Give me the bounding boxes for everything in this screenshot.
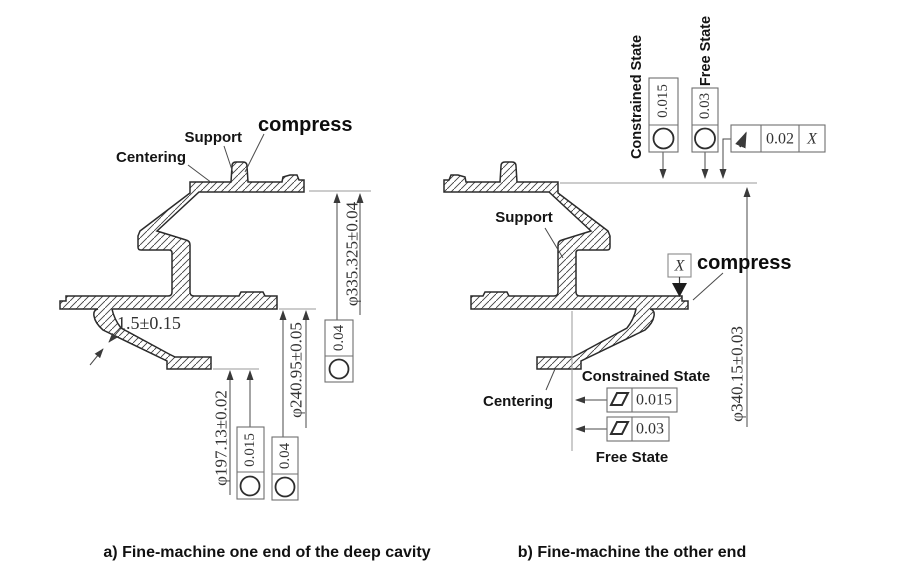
circularity-frame-outer: 0.04: [324, 319, 354, 383]
leader-lines-a: [187, 133, 265, 184]
circularity-value: 0.04: [331, 324, 347, 351]
dimension-lines-a: [89, 190, 371, 495]
flatness-icon: [609, 392, 630, 406]
circularity-value: 0.04: [277, 442, 293, 469]
circularity-frame-free: 0.03: [691, 87, 719, 153]
label-centering-b: Centering: [483, 393, 553, 410]
label-compress-a: compress: [258, 114, 353, 136]
circularity-frame-middle: 0.04: [271, 436, 299, 501]
circularity-frame-constrained: 0.015: [648, 77, 679, 153]
part-cross-section-b: [443, 161, 689, 370]
label-free-state-vertical: Free State: [698, 16, 714, 86]
flatness-frame-free: 0.03: [606, 416, 670, 442]
label-centering-a: Centering: [116, 149, 186, 166]
leader-lines-b: [544, 227, 724, 391]
circularity-icon: [694, 127, 716, 150]
circularity-frame-inner: 0.015: [236, 426, 265, 500]
circularity-value: 0.03: [697, 93, 713, 119]
label-support-a: Support: [185, 129, 243, 146]
dim-middle-diameter-a: φ240.95±0.05: [287, 322, 306, 418]
circularity-icon: [239, 475, 261, 497]
dim-diameter-b: φ340.15±0.03: [728, 326, 747, 422]
circular-runout-icon: [735, 131, 747, 149]
dimension-lines-b: [560, 138, 757, 451]
dim-outer-diameter-a: φ335.325±0.04: [343, 201, 362, 306]
dim-inner-diameter-a: φ197.13±0.02: [212, 390, 231, 486]
section-b: 0.015 0.03 Constrained State Free State …: [443, 16, 826, 561]
datum-target: X: [667, 253, 692, 297]
datum-target-triangle-icon: [672, 283, 687, 297]
flatness-value: 0.03: [636, 421, 664, 438]
circularity-value: 0.015: [655, 84, 671, 118]
circularity-value: 0.015: [242, 433, 258, 467]
flatness-frame-constrained: 0.015: [606, 387, 678, 413]
label-support-b: Support: [495, 209, 553, 226]
flatness-icon: [609, 421, 630, 435]
runout-value: 0.02: [766, 131, 794, 148]
circularity-icon: [652, 127, 675, 150]
part-cross-section-a: [59, 161, 305, 370]
label-compress-b: compress: [697, 252, 792, 274]
circularity-icon: [328, 358, 350, 380]
caption-a: a) Fine-machine one end of the deep cavi…: [103, 544, 430, 561]
runout-control-frame: 0.02 X: [730, 124, 826, 153]
label-free-state: Free State: [596, 449, 669, 466]
label-constrained-state: Constrained State: [582, 368, 710, 385]
dim-web-thickness-a: 1.5±0.15: [117, 313, 181, 333]
runout-datum-ref: X: [806, 131, 818, 148]
label-constrained-state-vertical: Constrained State: [629, 35, 645, 159]
caption-b: b) Fine-machine the other end: [518, 544, 746, 561]
flatness-value: 0.015: [636, 392, 672, 409]
section-a: φ335.325±0.04 φ240.95±0.05 φ197.13±0.02 …: [59, 114, 431, 561]
datum-label: X: [674, 258, 686, 275]
circularity-icon: [274, 476, 296, 498]
